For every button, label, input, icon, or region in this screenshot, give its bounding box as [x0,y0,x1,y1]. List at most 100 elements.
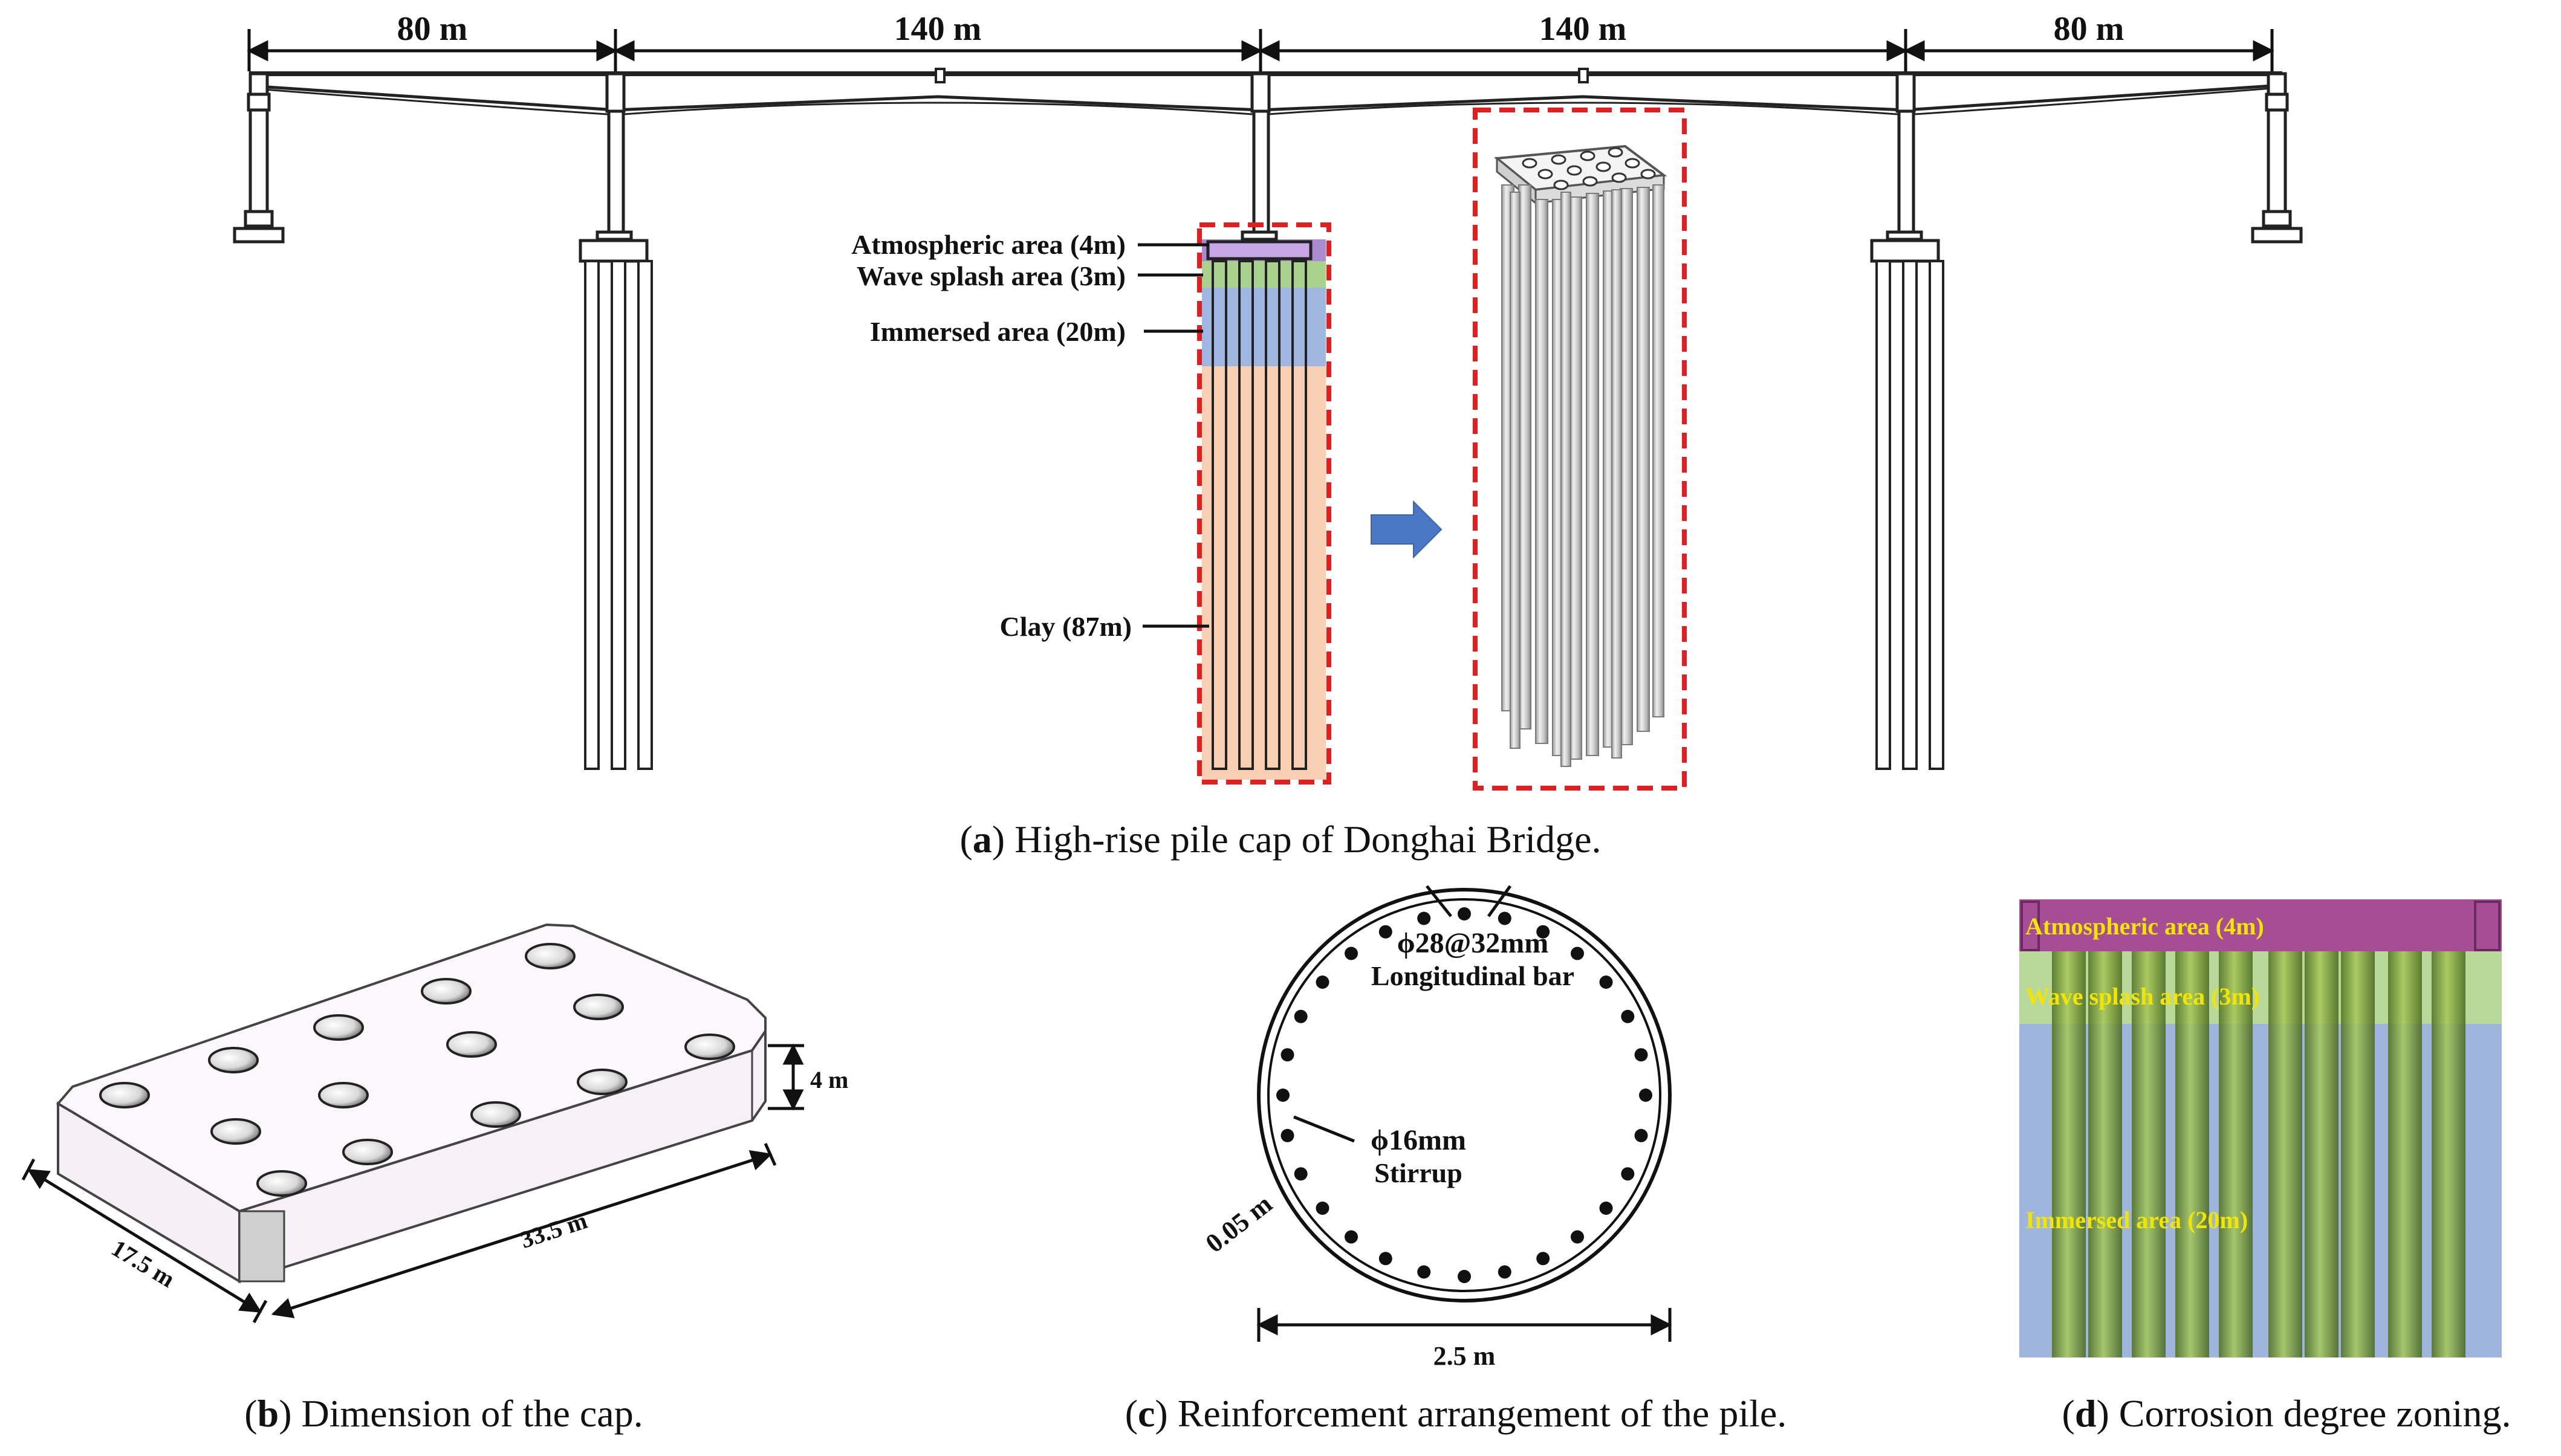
rebar-dot [1599,976,1613,989]
rebar-dot [1345,946,1358,960]
rebar-dot [1634,1048,1648,1062]
caption-d: (d) Corrosion degree zoning. [2062,1392,2511,1435]
zone-immersed [1202,288,1326,366]
rebar-dot [1571,1230,1584,1244]
d-label-immersed: Immersed area (20m) [2025,1206,2248,1234]
caption-c: (c) Reinforcement arrangement of the pil… [1125,1392,1787,1435]
diameter-dimension [1256,1308,1672,1342]
d-label-atmospheric: Atmospheric area (4m) [2025,913,2264,940]
span-label-2: 140 m [894,10,982,48]
center-pier [1250,72,1271,234]
rebar-dot [1417,1265,1431,1279]
caption-b: (b) Dimension of the cap. [244,1392,643,1435]
rebar-dot [1571,946,1584,960]
highlight-box-right [1473,108,1687,791]
midspan-joint-2 [1578,68,1589,83]
diameter-label: 2.5 m [1433,1341,1496,1371]
rebar-dot [1599,1202,1613,1215]
cap-dimension-lines [21,1043,804,1324]
rebar-dot [1634,1128,1648,1142]
caption-b-text: Dimension of the cap. [292,1392,643,1435]
rebar-dot [1639,1089,1652,1102]
long-bar-spec: ϕ28@32mm [1397,927,1549,959]
pile-group-3d [1493,144,1667,767]
zone-d-atmospheric [2019,899,2502,951]
highlight-box-left [1197,222,1331,785]
cap-chamfer [238,1210,285,1283]
caption-c-text: Reinforcement arrangement of the pile. [1168,1392,1787,1435]
zone-clay [1202,366,1326,780]
rebar-dot [1294,1009,1308,1023]
zone-wave-splash [1202,261,1326,288]
label-wave-splash: Wave splash area (3m) [857,260,1126,291]
midspan-joint-1 [935,68,946,83]
right-abutment [2251,72,2303,244]
rebar-dot [1316,976,1329,989]
rebar-dot [1621,1009,1635,1023]
rebar-dot [1417,911,1431,925]
caption-a-text: High-rise pile cap of Donghai Bridge. [1005,818,1601,861]
panel-d: Atmospheric area (4m) Wave splash area (… [2019,899,2511,1435]
rebar-dot [1498,911,1511,925]
pile-column [2432,951,2465,1357]
pile-column [2268,951,2302,1357]
caption-d-letter: d [2075,1392,2097,1435]
zone-d-cap-edge-left [2021,901,2040,951]
rebar-dot [1621,1167,1635,1181]
caption-a: (a) High-rise pile cap of Donghai Bridge… [959,818,1601,861]
span-dimensions [247,29,2274,71]
pile-column [2341,951,2375,1357]
rebar-dot [1280,1128,1294,1142]
right-pier [1870,72,1944,770]
pile-column [2175,951,2209,1357]
pile-column [2052,951,2086,1357]
longitudinal-bars [1276,907,1652,1283]
rebar-dot [1316,1202,1329,1215]
left-abutment [233,72,285,244]
center-piles [1212,260,1307,770]
rebar-dot [1536,1252,1550,1266]
cap-width-label: 17.5 m [107,1234,180,1293]
span-label-4: 80 m [2054,10,2124,48]
cover-label: 0.05 m [1200,1189,1277,1258]
pile-outer-circle [1257,888,1672,1302]
caption-a-letter: a [973,818,992,861]
panel-b: 4 m 17.5 m 33.5 m (b) Dimension of the c… [21,923,848,1435]
zone-leaders [1138,243,1209,628]
rebar-dot [1345,1230,1358,1244]
bar-leaders [1293,885,1512,1143]
zone-d-cap-edge-right [2474,901,2501,951]
stirrup-spec: ϕ16mm [1371,1124,1466,1156]
cap-length-label: 33.5 m [517,1206,591,1254]
rebar-dot [1378,1252,1392,1266]
rebar-dot [1498,1265,1511,1279]
pile-column [2132,951,2166,1357]
rebar-dot [1294,1167,1308,1181]
cap-height-label: 4 m [810,1066,848,1093]
d-label-wave-splash: Wave splash area (3m) [2025,983,2259,1010]
stirrup-name: Stirrup [1374,1157,1462,1188]
rebar-dot [1536,925,1550,939]
panel-c: ϕ28@32mm Longitudinal bar ϕ16mm Stirrup … [1125,885,1787,1435]
pile-columns [2052,951,2465,1357]
span-label-1: 80 m [397,10,468,48]
arrow-icon [1371,500,1443,559]
caption-c-letter: c [1138,1392,1155,1435]
pile-column [2088,951,2122,1357]
pile-column [2388,951,2422,1357]
zone-column [1202,239,1326,780]
pile-column [2219,951,2253,1357]
center-pier-cap [1206,230,1313,260]
rebar-dot [1280,1048,1294,1062]
rebar-dot [1458,1270,1471,1283]
rebar-dot [1458,907,1471,921]
rebar-dot [1276,1089,1290,1102]
caption-d-text: Corrosion degree zoning. [2109,1392,2511,1435]
left-pier [579,72,653,770]
stirrup-circle [1267,898,1661,1292]
panel-a: 80 m 140 m 140 m 80 m [233,10,2303,861]
pile-column [2305,951,2339,1357]
label-clay: Clay (87m) [1000,611,1132,642]
label-immersed: Immersed area (20m) [870,316,1126,347]
